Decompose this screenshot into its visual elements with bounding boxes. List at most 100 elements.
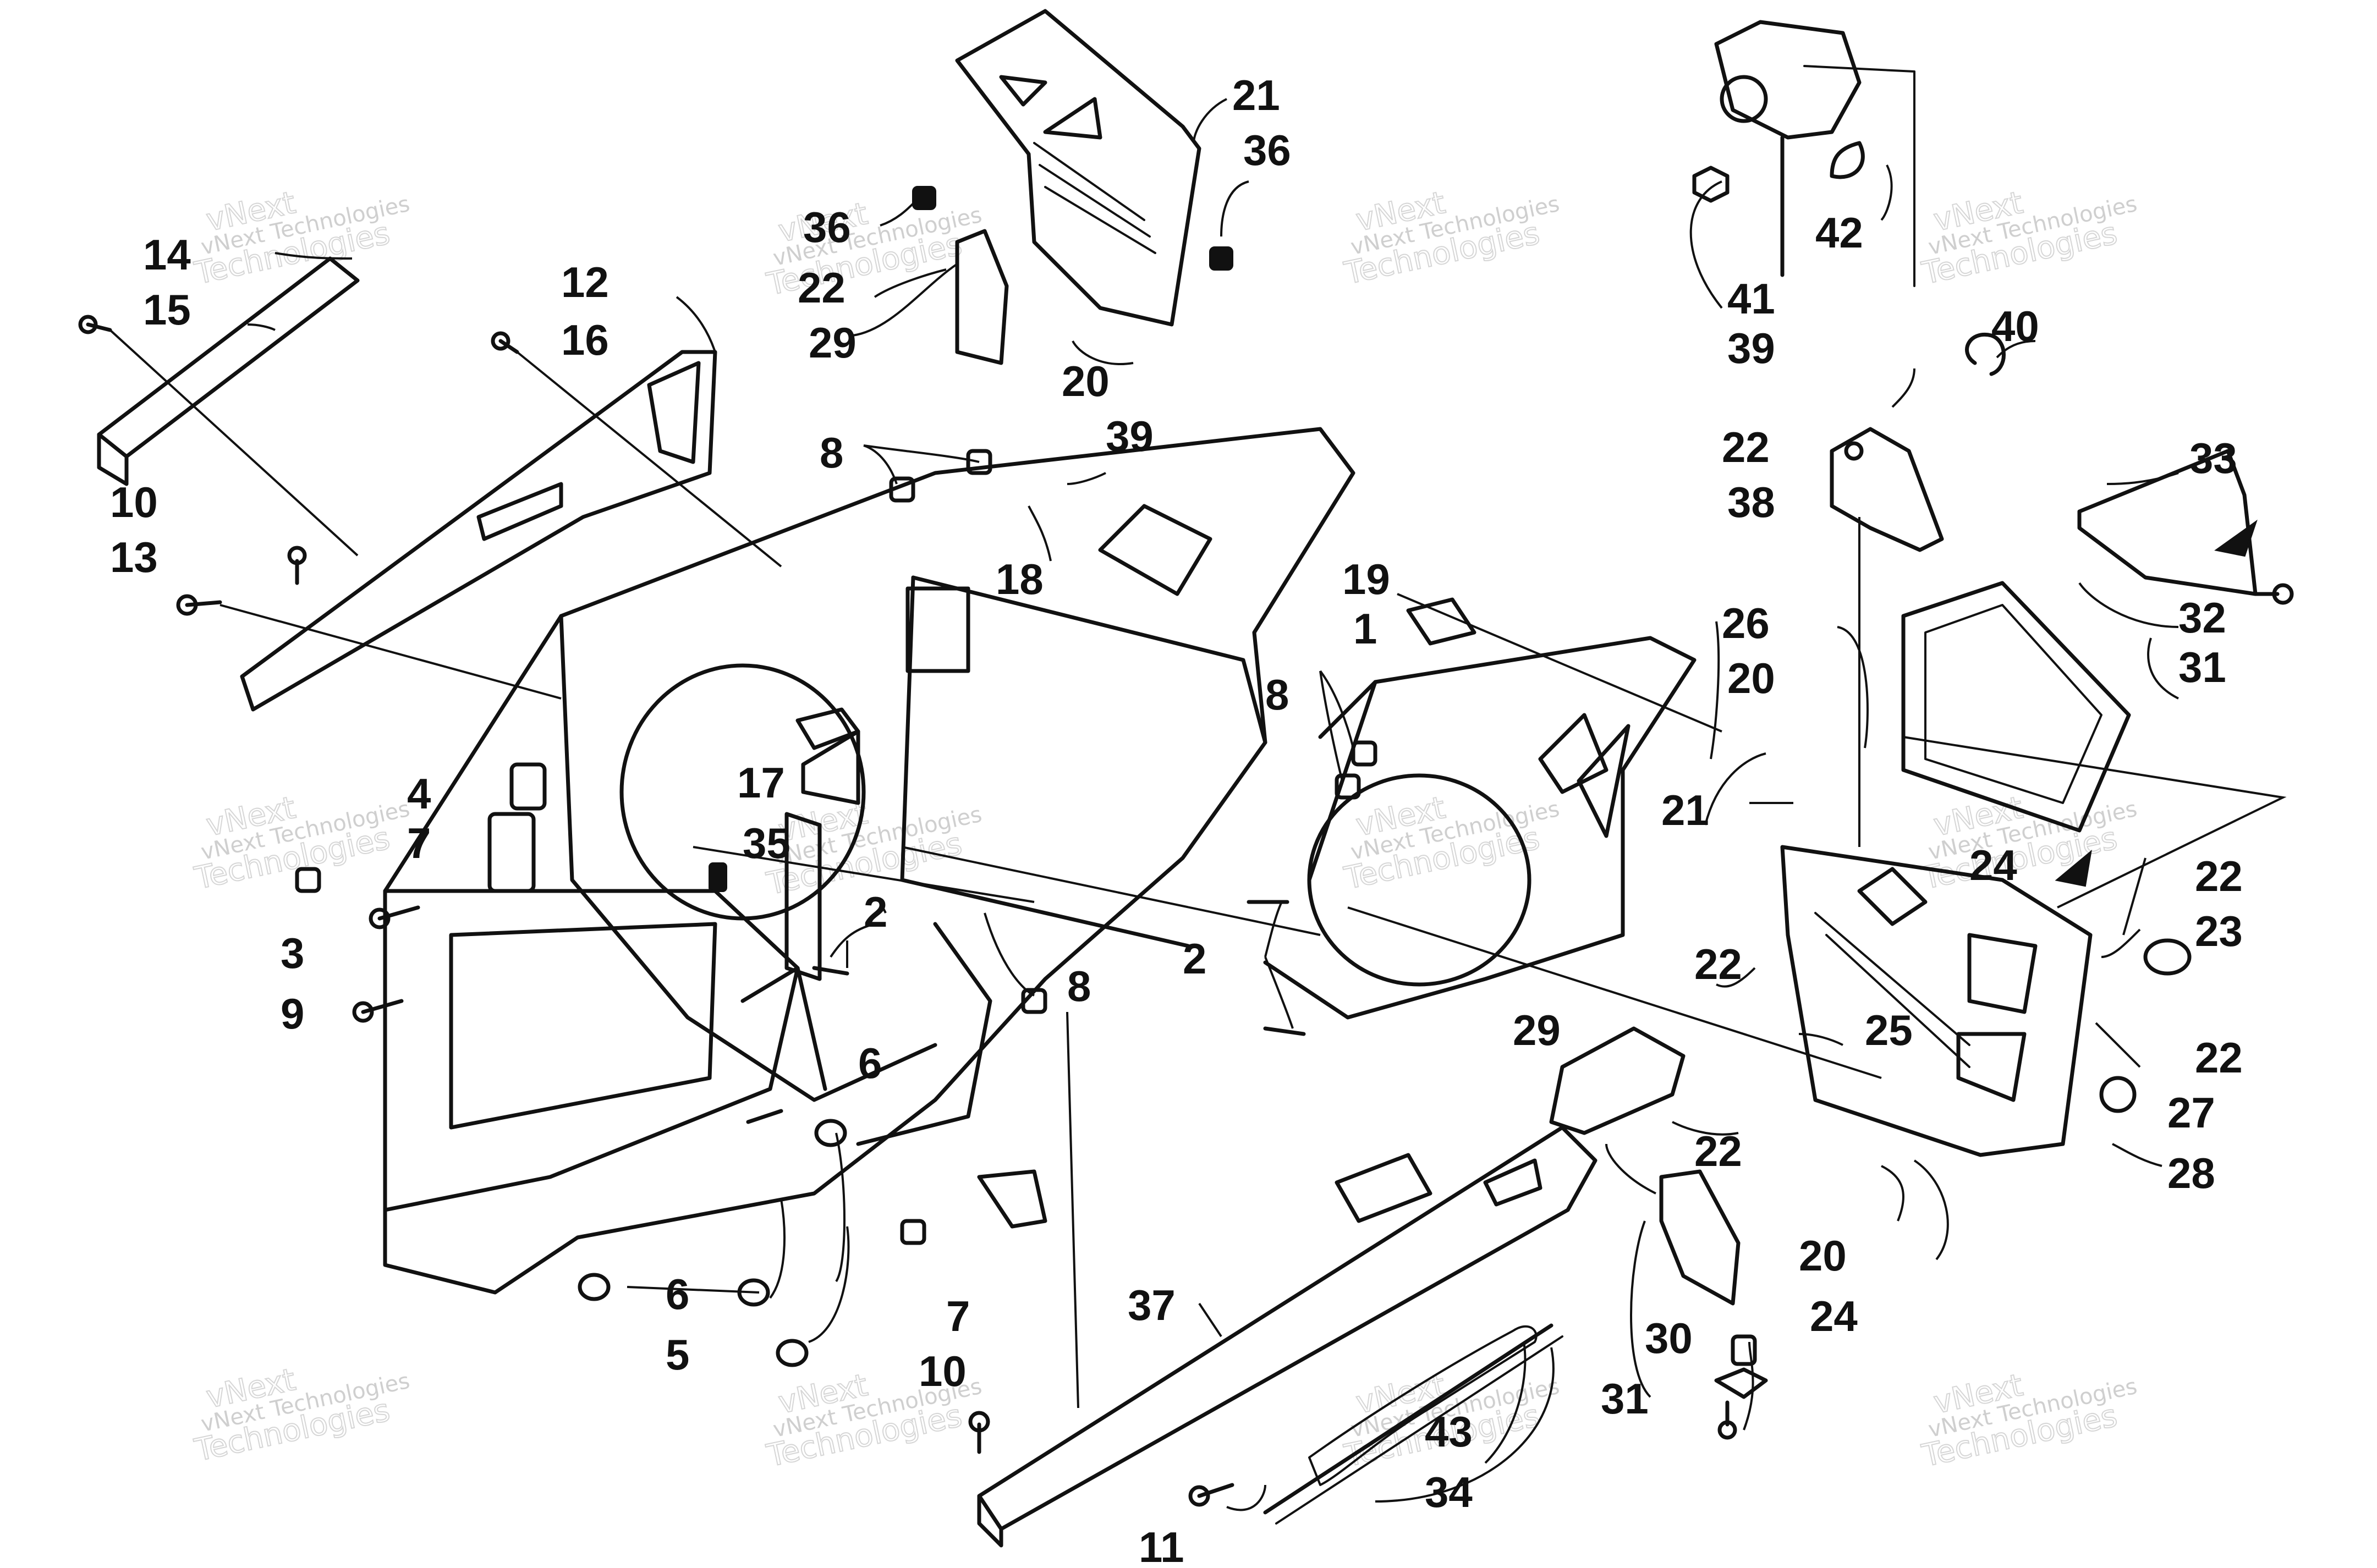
callout-37: 37	[1128, 1281, 1176, 1329]
leader-lines	[109, 98, 2287, 1511]
clip	[709, 862, 727, 892]
callout-10: 10	[919, 1347, 967, 1395]
callout-36: 36	[1243, 126, 1291, 174]
callout-20: 20	[1727, 654, 1775, 702]
bracket	[1830, 427, 1944, 552]
callout-41: 41	[1727, 274, 1775, 323]
arrow-icon	[2214, 519, 2258, 557]
rear-frame	[1780, 845, 2093, 1157]
callout-10: 10	[110, 478, 158, 526]
callout-9: 9	[281, 989, 304, 1038]
callout-30: 30	[1645, 1314, 1693, 1362]
bushing	[2099, 1076, 2137, 1113]
cable	[1308, 1325, 1538, 1486]
stud	[812, 966, 849, 976]
watermark: vNext vNext Technologies Technologies	[191, 789, 412, 897]
callout-11: 11	[1139, 1523, 1184, 1568]
nut	[295, 867, 321, 893]
bolt	[1717, 1400, 1737, 1440]
callout-2: 2	[1183, 934, 1206, 983]
bumper-bar	[97, 256, 360, 486]
callout-27: 27	[2167, 1088, 2215, 1137]
callout-25: 25	[1865, 1006, 1913, 1054]
grommet	[1351, 740, 1377, 767]
mesh-screen	[1901, 581, 2131, 833]
grommet	[966, 449, 992, 475]
callout-14: 14	[143, 230, 191, 279]
grommet	[1021, 988, 1047, 1014]
callout-31: 31	[2178, 643, 2226, 691]
callout-8: 8	[1265, 670, 1289, 719]
bolt	[2253, 583, 2294, 605]
callout-22: 22	[2195, 1033, 2243, 1082]
callout-2: 2	[864, 888, 887, 936]
watermark: vNext vNext Technologies Technologies	[191, 1361, 412, 1469]
running-board	[977, 1125, 1598, 1548]
bolt	[968, 1411, 990, 1454]
callout-22: 22	[1722, 423, 1770, 471]
callout-21: 21	[1232, 71, 1280, 119]
grommet	[1335, 773, 1361, 800]
callout-22: 22	[1694, 1127, 1742, 1175]
rubber-block	[795, 707, 860, 750]
callout-19: 19	[1342, 555, 1390, 603]
callout-18: 18	[996, 555, 1044, 603]
clip	[912, 186, 936, 210]
bolt	[369, 905, 420, 929]
callout-22: 22	[1694, 940, 1742, 988]
nut	[900, 1219, 926, 1245]
callout-labels: 1 2 2 3 4 5 6 6 7 7 8 8 8 9 10 10 11 12 …	[110, 71, 2243, 1568]
watermark: vNext vNext Technologies Technologies	[1918, 1367, 2139, 1475]
spring	[1263, 1323, 1563, 1525]
watermark: vNext vNext Technologies Technologies	[1341, 184, 1562, 292]
callout-5: 5	[666, 1330, 689, 1379]
top-bracket	[955, 9, 1201, 365]
callout-42: 42	[1815, 208, 1863, 257]
stud	[746, 1109, 783, 1124]
callout-36: 36	[803, 203, 851, 251]
callout-15: 15	[143, 285, 191, 334]
bracket	[1549, 1026, 1686, 1135]
engine-assembly	[1714, 20, 1915, 287]
watermark: vNext vNext Technologies Technologies	[1918, 184, 2139, 292]
watermark: vNext vNext Technologies Technologies	[191, 184, 412, 292]
callout-24: 24	[1810, 1292, 1858, 1340]
bolt	[176, 594, 222, 616]
callout-38: 38	[1727, 478, 1775, 526]
bushing	[487, 762, 547, 893]
callout-24: 24	[1969, 841, 2017, 889]
clip	[1209, 246, 1233, 271]
callout-6: 6	[858, 1039, 882, 1087]
callout-40: 40	[1991, 302, 2039, 350]
callout-23: 23	[2195, 907, 2243, 955]
stud	[1263, 1026, 1306, 1036]
bolt	[287, 546, 307, 585]
callout-1: 1	[1353, 604, 1377, 653]
bushing	[814, 1119, 847, 1147]
callout-20: 20	[1062, 357, 1110, 405]
washer	[578, 1273, 611, 1301]
callout-32: 32	[2178, 593, 2226, 642]
callout-12: 12	[561, 258, 609, 306]
callout-16: 16	[561, 316, 609, 364]
callout-33: 33	[2189, 434, 2237, 482]
chassis-frame	[383, 427, 1697, 1295]
grommet	[889, 476, 915, 503]
callout-31: 31	[1601, 1374, 1649, 1423]
callout-22: 22	[798, 263, 846, 312]
watermark: vNext vNext Technologies Technologies	[1918, 789, 2139, 897]
small-plate	[1406, 597, 1476, 646]
callout-7: 7	[407, 819, 431, 867]
hardware-items	[78, 186, 2294, 1507]
snap-ring	[1965, 333, 2006, 376]
bolt	[78, 315, 112, 334]
callout-13: 13	[110, 533, 158, 581]
callout-26: 26	[1722, 599, 1770, 647]
callout-4: 4	[407, 769, 431, 818]
callout-39: 39	[1727, 324, 1775, 372]
callout-35: 35	[743, 819, 790, 867]
callout-29: 29	[809, 318, 857, 367]
foot	[1714, 1334, 1768, 1399]
washer	[776, 1339, 809, 1367]
